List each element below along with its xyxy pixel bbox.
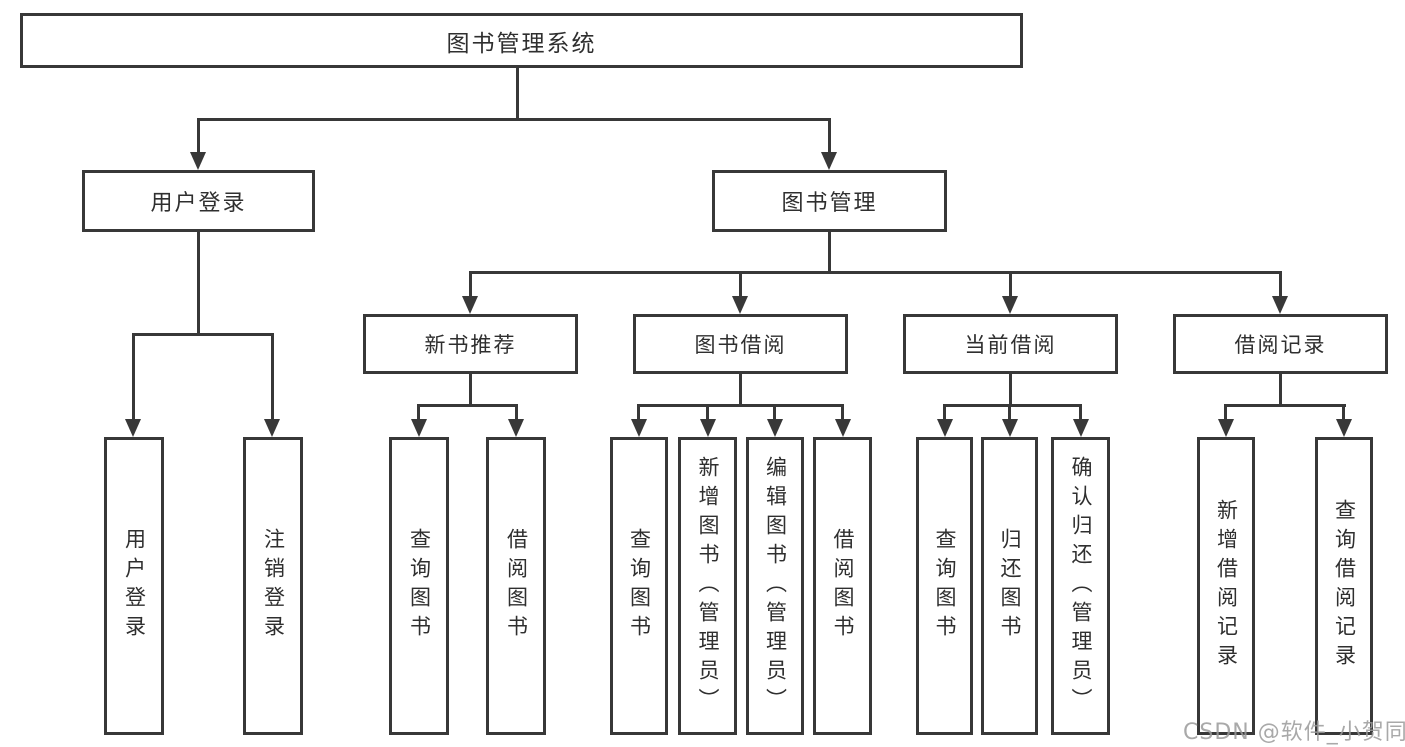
connector-line [1279,271,1282,298]
connector-line [828,232,831,274]
node-add-book-admin: 新增图书（管理员） [678,437,737,735]
node-borrow-books: 借阅图书 [486,437,546,735]
arrow-down-icon [1002,419,1018,437]
arrow-down-icon [190,152,206,170]
connector-line [1009,374,1012,407]
connector-line [197,118,200,154]
node-edit-book-admin: 编辑图书（管理员） [746,437,804,735]
connector-line [943,404,946,421]
connector-line [637,404,640,421]
connector-line [515,404,518,421]
arrow-down-icon [821,152,837,170]
connector-line [841,404,844,421]
arrow-down-icon [508,419,524,437]
connector-line [739,374,742,407]
arrow-down-icon [1002,296,1018,314]
connector-line [1224,404,1227,421]
connector-line [706,404,709,421]
arrow-down-icon [264,419,280,437]
connector-line [197,118,831,121]
node-user-login-action: 用户登录 [104,437,164,735]
connector-line [271,333,274,419]
connector-line [1224,404,1346,407]
arrow-down-icon [937,419,953,437]
arrow-down-icon [1336,419,1352,437]
connector-line [1079,404,1082,421]
connector-line [773,404,776,421]
connector-line [417,404,420,421]
connector-line [469,374,472,407]
connector-line [828,118,831,154]
node-add-borrow-record: 新增借阅记录 [1197,437,1255,735]
arrow-down-icon [411,419,427,437]
connector-line [417,404,518,407]
node-logout-action: 注销登录 [243,437,303,735]
node-query-books: 查询图书 [916,437,973,735]
arrow-down-icon [767,419,783,437]
connector-line [516,68,519,120]
node-query-borrow-record: 查询借阅记录 [1315,437,1373,735]
connector-line [132,333,135,419]
csdn-watermark: CSDN @软件_小贺同学 [1183,720,1405,745]
node-book-management: 图书管理 [712,170,947,232]
node-query-books: 查询图书 [610,437,668,735]
connector-line [132,333,274,336]
arrow-down-icon [700,419,716,437]
connector-line [469,271,1282,274]
connector-line [469,271,472,298]
node-book-borrowing: 图书借阅 [633,314,848,374]
arrow-down-icon [1272,296,1288,314]
node-borrowing-records: 借阅记录 [1173,314,1388,374]
arrow-down-icon [125,419,141,437]
connector-line [1009,271,1012,298]
arrow-down-icon [462,296,478,314]
arrow-down-icon [1073,419,1089,437]
node-user-login: 用户登录 [82,170,315,232]
connector-line [943,404,1082,407]
node-current-borrowing: 当前借阅 [903,314,1118,374]
arrow-down-icon [631,419,647,437]
connector-line [1342,404,1345,421]
connector-line [637,404,844,407]
arrow-down-icon [732,296,748,314]
connector-line [197,232,200,336]
connector-line [1279,374,1282,407]
node-confirm-return-admin: 确认归还（管理员） [1051,437,1110,735]
arrow-down-icon [835,419,851,437]
node-borrow-books: 借阅图书 [813,437,872,735]
node-query-books: 查询图书 [389,437,449,735]
connector-line [1008,404,1011,421]
node-return-books: 归还图书 [981,437,1038,735]
node-library-system-root: 图书管理系统 [20,13,1023,68]
node-new-book-recommendation: 新书推荐 [363,314,578,374]
connector-line [739,271,742,298]
arrow-down-icon [1218,419,1234,437]
